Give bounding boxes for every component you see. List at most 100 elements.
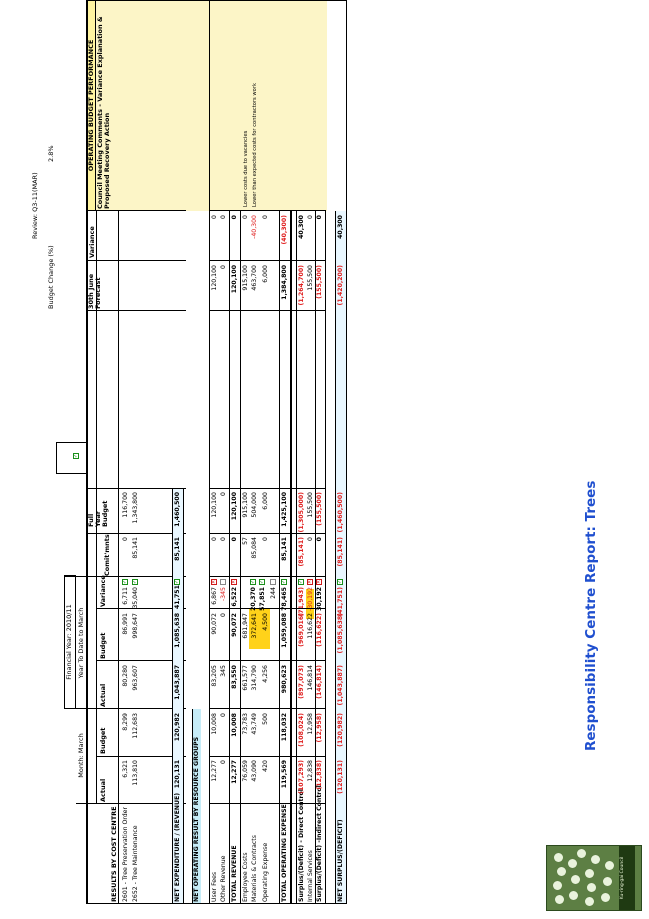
cell-m-budget: (120,982) xyxy=(337,713,344,747)
status-fail-icon: ✕ xyxy=(211,579,217,585)
total-operating-expense-label: TOTAL OPERATING EXPENSE xyxy=(281,804,288,902)
cell-ytd-budget: 372,641 xyxy=(251,613,258,639)
cell-m-actual: 420 xyxy=(262,760,269,772)
col-op-variance: Variance xyxy=(88,226,96,258)
row-label: Materials & Contracts xyxy=(251,835,258,902)
review-label: Review: Q3-11(MAR) xyxy=(31,172,39,239)
row-label: Operating Expense xyxy=(262,842,269,902)
cell-variance: 6,711 xyxy=(122,587,129,605)
cell-m-actual: 120,131 xyxy=(174,760,181,789)
cell-m-budget: 10,008 xyxy=(231,713,238,737)
cell-ytd-actual: (146,814) xyxy=(316,665,323,699)
cell-commit: 0 xyxy=(122,537,129,541)
header-box xyxy=(56,442,88,474)
cell-forecast: 0 xyxy=(220,265,227,269)
cell-full-year: 155,500 xyxy=(307,492,314,518)
cell-forecast: 120,100 xyxy=(231,265,238,294)
cell-commit: 57 xyxy=(242,537,249,545)
cell-commit: 0 xyxy=(262,537,269,541)
cell-full-year: 116,700 xyxy=(122,492,129,518)
budget-change-value: 2.8% xyxy=(47,145,55,162)
cell-op-variance: 0 xyxy=(242,215,249,219)
cell-ytd-budget: 998,647 xyxy=(132,613,139,639)
cell-ytd-budget: 116,622 xyxy=(307,613,314,639)
cell-ytd-budget: (969,016) xyxy=(298,613,305,647)
col-comments: Council Meeting Comments - Variance Expl… xyxy=(96,16,111,209)
cell-m-actual: (12,838) xyxy=(316,760,323,790)
cell-variance: -345 xyxy=(220,587,227,602)
status-fail-icon: ✕ xyxy=(307,579,313,585)
cell-ytd-actual: (897,073) xyxy=(298,665,305,699)
report-title: Responsibility Centre Report: Trees xyxy=(583,480,599,751)
status-ok-icon: ✓ xyxy=(132,579,138,585)
cell-m-actual: (120,131) xyxy=(337,760,344,794)
cell-ytd-actual: 980,623 xyxy=(281,665,288,694)
cell-m-actual: 6,321 xyxy=(122,760,129,778)
col-forecast: 30th June Forecast xyxy=(87,273,102,309)
status-fail-icon: ✕ xyxy=(231,579,237,585)
cell-forecast: (155,500) xyxy=(316,265,323,299)
cell-forecast: 155,500 xyxy=(307,265,314,291)
cell-commit: (85,141) xyxy=(337,537,344,567)
net-expenditure-label: NET EXPENDITURE / (REVENUE) xyxy=(174,792,181,902)
cell-m-actual: 113,810 xyxy=(132,760,139,786)
cell-m-budget: 500 xyxy=(262,713,269,725)
cell-ytd-actual: 314,790 xyxy=(251,665,258,691)
cell-ytd-budget: 4,500 xyxy=(262,613,269,631)
cell-m-budget: 10,008 xyxy=(211,713,218,735)
cell-ytd-budget: 90,072 xyxy=(231,613,238,637)
financial-year-header: Financial Year: 2010/11 xyxy=(64,575,76,709)
cell-m-actual: (107,293) xyxy=(298,760,305,794)
net-surplus-label: NET SURPLUS/(DEFICIT) xyxy=(337,819,344,902)
comment-text: Lower costs due to vacancies xyxy=(243,130,249,207)
cell-ytd-budget: (116,622) xyxy=(316,613,323,647)
cell-full-year: 504,000 xyxy=(251,492,258,518)
row-label: Other Revenue xyxy=(220,855,227,902)
cell-forecast: 915,100 xyxy=(242,265,249,291)
cell-commit: (85,141) xyxy=(298,537,305,567)
status-empty-icon xyxy=(220,579,226,585)
cell-forecast: (1,420,200) xyxy=(337,265,344,306)
col-ytd-actual: Actual xyxy=(99,683,107,707)
logo-text: Ku-ring-gai Council xyxy=(619,846,635,910)
status-ok-icon: ✓ xyxy=(259,579,265,585)
cell-commit: 0 xyxy=(211,537,218,541)
cell-forecast: (1,264,700) xyxy=(298,265,305,306)
budget-change-label: Budget Change (%) xyxy=(47,245,55,309)
col-full-year: Full Year Budget xyxy=(87,500,109,527)
cell-commit: 85,084 xyxy=(251,537,258,559)
cell-ytd-actual: 1,043,887 xyxy=(174,665,181,700)
ytd-header: Year To Date to March xyxy=(77,607,85,679)
cell-variance: -30,192 xyxy=(307,587,314,611)
cell-m-budget: 12,958 xyxy=(307,713,314,735)
cell-ytd-budget: 90,072 xyxy=(211,613,218,635)
cell-ytd-actual: 345 xyxy=(220,665,227,677)
cell-ytd-actual: 963,607 xyxy=(132,665,139,691)
row-label: Employee Costs xyxy=(242,852,249,902)
status-ok-icon: ✓ xyxy=(298,579,304,585)
row-label: 2652 - Tree Maintenance xyxy=(132,825,139,902)
cell-m-actual: 43,090 xyxy=(251,760,258,782)
cell-commit: 85,141 xyxy=(174,537,181,561)
cell-variance: 35,040 xyxy=(132,587,139,609)
cell-variance: 30,192 xyxy=(316,587,323,611)
cell-full-year: 6,000 xyxy=(262,492,269,510)
row-label: User Fees xyxy=(211,871,218,902)
cell-m-budget: 118,032 xyxy=(281,713,288,742)
section-cost-centre-heading: RESULTS BY COST CENTRE xyxy=(110,806,118,902)
cell-commit: 85,141 xyxy=(281,537,288,561)
cell-op-variance: 40,300 xyxy=(337,215,344,239)
status-ok-icon: ✓ xyxy=(337,579,343,585)
cell-ytd-budget: 86,991 xyxy=(122,613,129,635)
cell-ytd-budget: 1,085,638 xyxy=(174,613,181,648)
cell-variance: (41,751) xyxy=(337,587,344,617)
cell-full-year: 915,100 xyxy=(242,492,249,518)
cell-variance: 6,867 xyxy=(211,587,218,605)
cell-variance: 78,465 xyxy=(281,587,288,611)
cell-op-variance: 40,300 xyxy=(298,215,305,239)
cell-full-year: 1,425,100 xyxy=(281,492,288,527)
cell-ytd-actual: (1,043,887) xyxy=(337,665,344,706)
cell-forecast: 1,384,800 xyxy=(281,265,288,300)
cell-variance: 41,751 xyxy=(174,585,181,609)
